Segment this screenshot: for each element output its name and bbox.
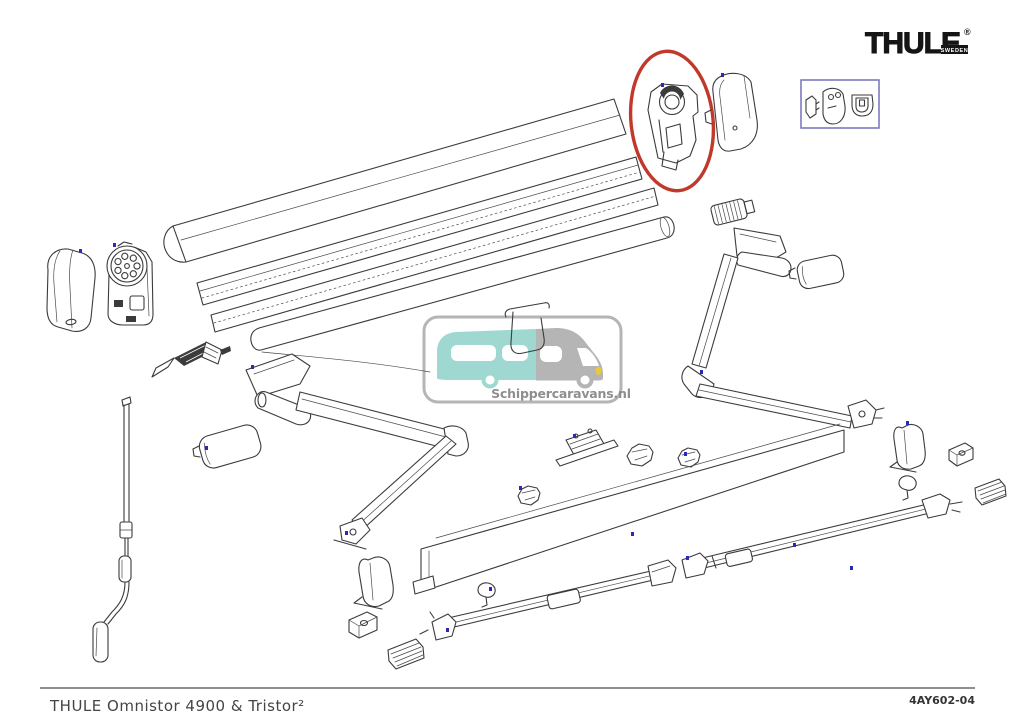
- spindle-winch: [151, 341, 231, 378]
- ribbed-plate-right: [974, 478, 1007, 506]
- footer: THULE Omnistor 4900 & Tristor² 4AY602-04: [40, 687, 975, 715]
- inset-box-border: [800, 79, 880, 129]
- hardware-inset-box: [800, 79, 880, 129]
- wheel-left: [481, 371, 499, 389]
- left-end-cap: [46, 248, 96, 332]
- inset-bracket: [805, 95, 820, 119]
- watermark-border: [422, 315, 623, 404]
- end-block-right: [948, 442, 974, 467]
- registered-mark: ®: [964, 27, 971, 37]
- logo-subtext-box: [941, 45, 968, 54]
- lead-rail-foot: [412, 575, 436, 595]
- lead-rail-end-cap-right: [889, 423, 926, 473]
- headlight: [595, 367, 602, 375]
- wall-bracket: [555, 428, 619, 467]
- cap-notch: [192, 445, 201, 458]
- knob-screw-left: [477, 582, 496, 608]
- document-code: 4AY602-04: [909, 694, 975, 707]
- knurled-adapter: [710, 198, 756, 226]
- caravan-logo-icon: [437, 328, 603, 389]
- logo-subtext: SWEDEN: [941, 48, 969, 54]
- thule-logo-text: THULE: [865, 27, 960, 60]
- arm-cover-cap-left: [198, 424, 262, 469]
- roller-tube: [250, 216, 675, 351]
- position-markers: [79, 73, 909, 632]
- thule-logo: THULE ® SWEDEN: [865, 27, 972, 61]
- arm-foot-bracket: [339, 517, 371, 545]
- arm-cover-cap-right: [796, 254, 845, 290]
- right-support-arm: [681, 227, 885, 429]
- crank-handle: [92, 396, 133, 663]
- model-title: THULE Omnistor 4900 & Tristor²: [49, 697, 305, 715]
- tension-rafter-tube-2: [681, 493, 963, 579]
- mounting-clips: [517, 443, 701, 506]
- circled-gearbox-part: [647, 83, 699, 171]
- gear-drive-head: [106, 241, 154, 326]
- arm-foot-bracket-right: [847, 399, 877, 429]
- watermark: Schippercaravans.nl: [422, 315, 631, 404]
- pull-hook: [504, 302, 550, 355]
- cassette-top-profile: [172, 98, 627, 263]
- cassette-lower-profile: [210, 187, 659, 333]
- lead-rail-end-cap-left: [353, 556, 394, 610]
- ribbed-plate-left: [387, 638, 425, 670]
- inset-plate: [822, 87, 846, 125]
- tension-rafter-tube-1: [419, 559, 677, 641]
- right-end-cap-top: [704, 72, 758, 152]
- watermark-text: Schippercaravans.nl: [491, 386, 631, 401]
- left-support-arm: [245, 353, 469, 550]
- inset-u-part: [851, 94, 874, 117]
- wheel-right: [576, 371, 594, 389]
- lead-rail: [412, 423, 845, 595]
- highlight-ellipse: [628, 49, 716, 193]
- cassette-middle-profile: [196, 156, 643, 306]
- cap-notch-right: [788, 267, 797, 280]
- end-block-left: [348, 611, 378, 639]
- cassette-profiles: [163, 98, 675, 373]
- knob-screw-right: [898, 475, 917, 501]
